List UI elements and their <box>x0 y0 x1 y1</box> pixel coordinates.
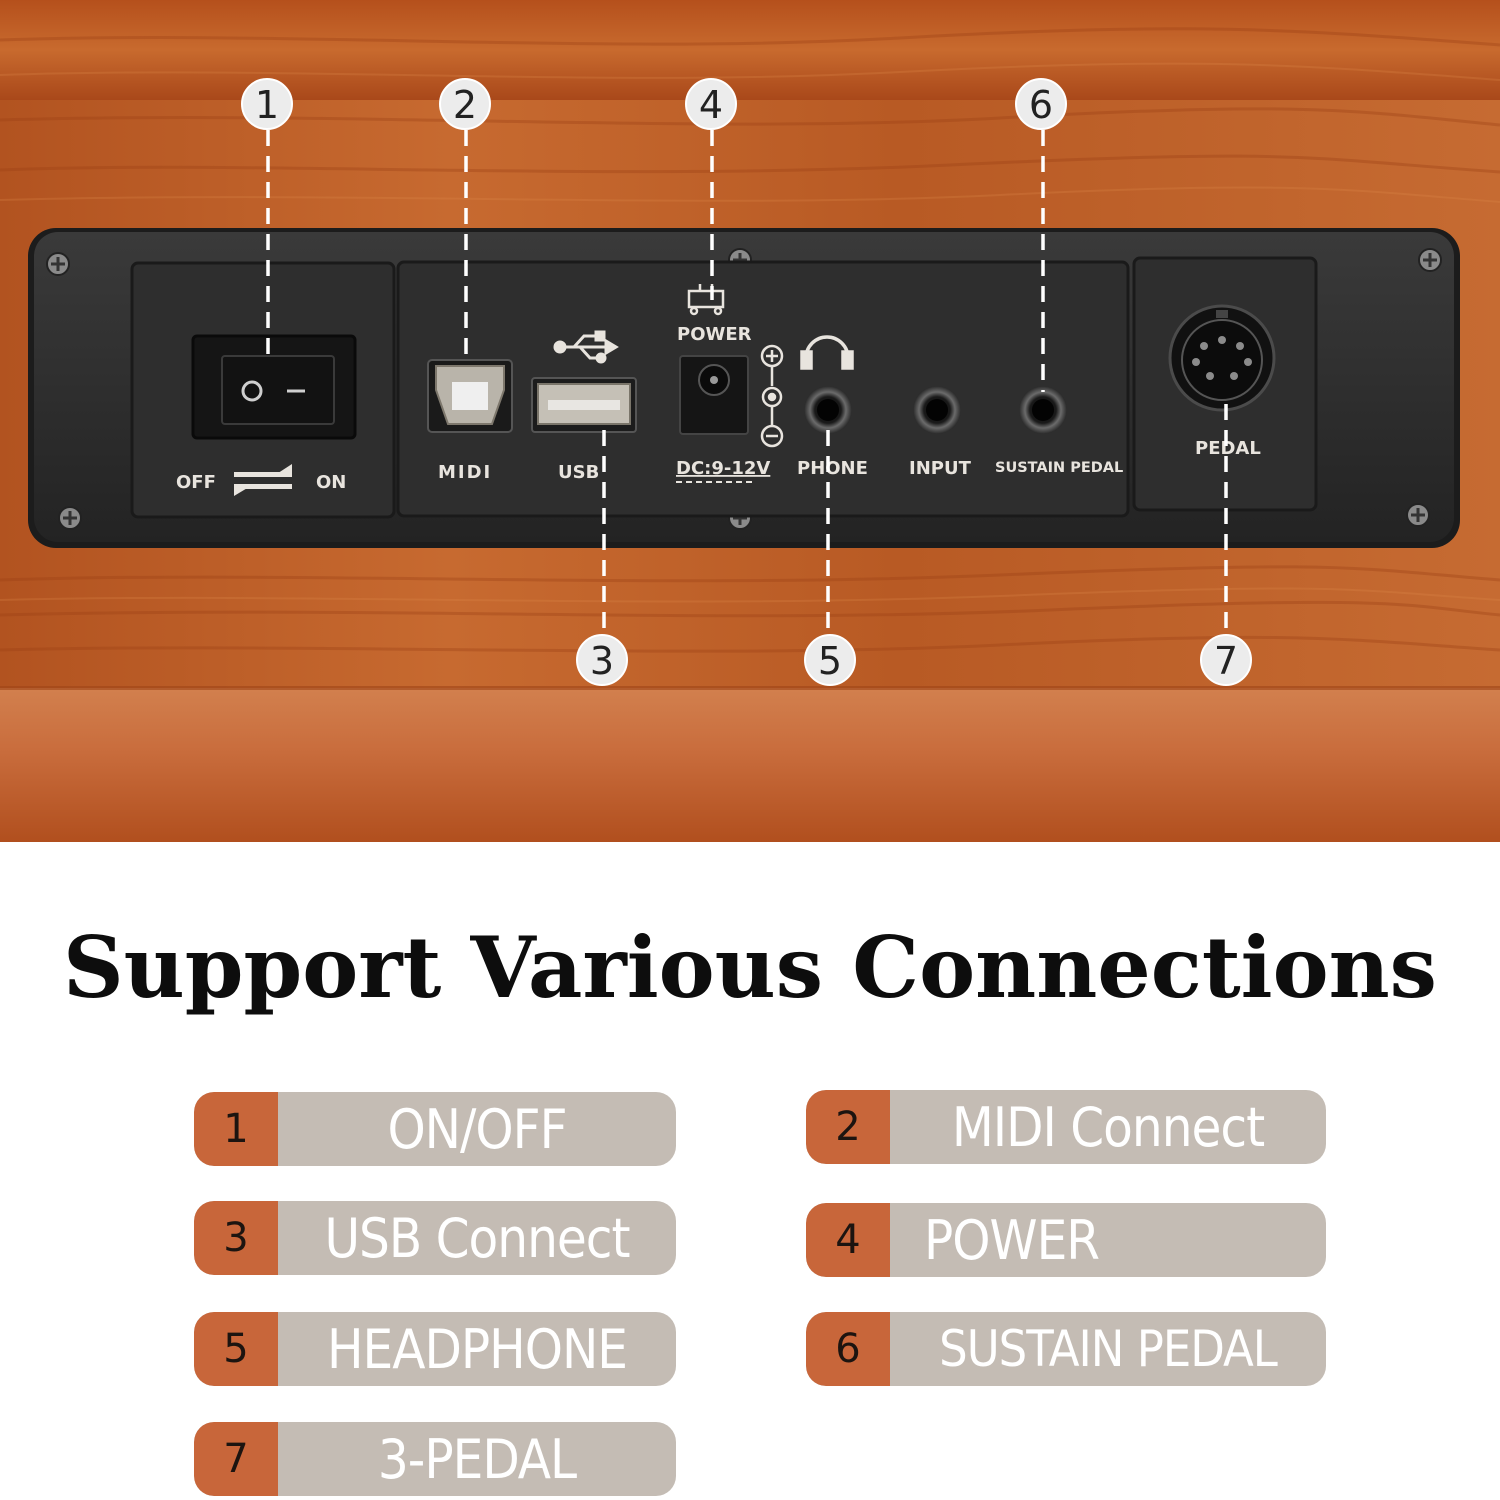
leader-lines <box>266 130 1228 632</box>
callout-1: 1 <box>241 78 293 130</box>
midi-usb-b-port <box>427 359 513 433</box>
legend-item-headphone: 5 HEADPHONE <box>194 1312 676 1386</box>
svg-text:4: 4 <box>699 83 723 127</box>
legend-item-power: 4 POWER <box>806 1203 1326 1277</box>
svg-text:6: 6 <box>1029 83 1053 127</box>
dc-power-jack <box>679 355 749 435</box>
legend-item-on-off: 1 ON/OFF <box>194 1092 676 1166</box>
svg-text:5: 5 <box>818 639 842 683</box>
callout-2: 2 <box>439 78 491 130</box>
legend-item-midi-connect: 2 MIDI Connect <box>806 1090 1326 1164</box>
legend-label: SUSTAIN PEDAL <box>939 1320 1278 1378</box>
switch-arrows-icon <box>234 464 292 496</box>
connection-panel-photo: OFF ON MIDI USB POWER <box>0 0 1500 842</box>
svg-text:1: 1 <box>255 83 279 127</box>
legend-item-sustain-pedal: 6 SUSTAIN PEDAL <box>806 1312 1326 1386</box>
legend-label: POWER <box>924 1208 1100 1272</box>
page-title: Support Various Connections <box>63 918 1437 1017</box>
usb-label: USB <box>558 462 599 483</box>
headphone-icon <box>800 335 854 370</box>
switch-off-label: OFF <box>176 472 216 493</box>
pedal-label: PEDAL <box>1195 438 1261 459</box>
legend-label: MIDI Connect <box>951 1095 1265 1159</box>
polarity-icon <box>760 344 784 448</box>
usb-a-port <box>531 377 637 433</box>
dc-voltage-label: DC:9-12V <box>676 458 770 479</box>
input-label: INPUT <box>909 458 972 479</box>
legend-label: 3-PEDAL <box>377 1427 577 1491</box>
midi-label: MIDI <box>438 462 492 483</box>
svg-text:7: 7 <box>1214 639 1238 683</box>
sustain-pedal-label: SUSTAIN PEDAL <box>995 460 1123 476</box>
legend-number: 2 <box>806 1090 890 1164</box>
power-switch <box>191 334 357 440</box>
legend-number: 1 <box>194 1092 278 1166</box>
callout-markers: 1 2 3 4 5 6 7 <box>241 78 1252 686</box>
legend-item-3-pedal: 7 3-PEDAL <box>194 1422 676 1496</box>
svg-text:3: 3 <box>590 639 614 683</box>
svg-text:2: 2 <box>453 83 477 127</box>
legend-number: 5 <box>194 1312 278 1386</box>
legend-item-usb-connect: 3 USB Connect <box>194 1201 676 1275</box>
switch-on-label: ON <box>316 472 346 493</box>
usb-icon <box>553 330 619 364</box>
legend-number: 4 <box>806 1203 890 1277</box>
callout-3: 3 <box>576 634 628 686</box>
legend-label: USB Connect <box>324 1206 630 1270</box>
callout-7: 7 <box>1200 634 1252 686</box>
legend-number: 6 <box>806 1312 890 1386</box>
callout-5: 5 <box>804 634 856 686</box>
pedal-din-port <box>1168 304 1276 412</box>
callout-6: 6 <box>1015 78 1067 130</box>
legend-number: 7 <box>194 1422 278 1496</box>
legend-label: HEADPHONE <box>327 1317 628 1381</box>
phone-label: PHONE <box>797 458 868 479</box>
power-plug-icon <box>687 284 725 316</box>
power-label: POWER <box>677 324 752 345</box>
callout-4: 4 <box>685 78 737 130</box>
legend-number: 3 <box>194 1201 278 1275</box>
legend-label: ON/OFF <box>387 1097 567 1161</box>
